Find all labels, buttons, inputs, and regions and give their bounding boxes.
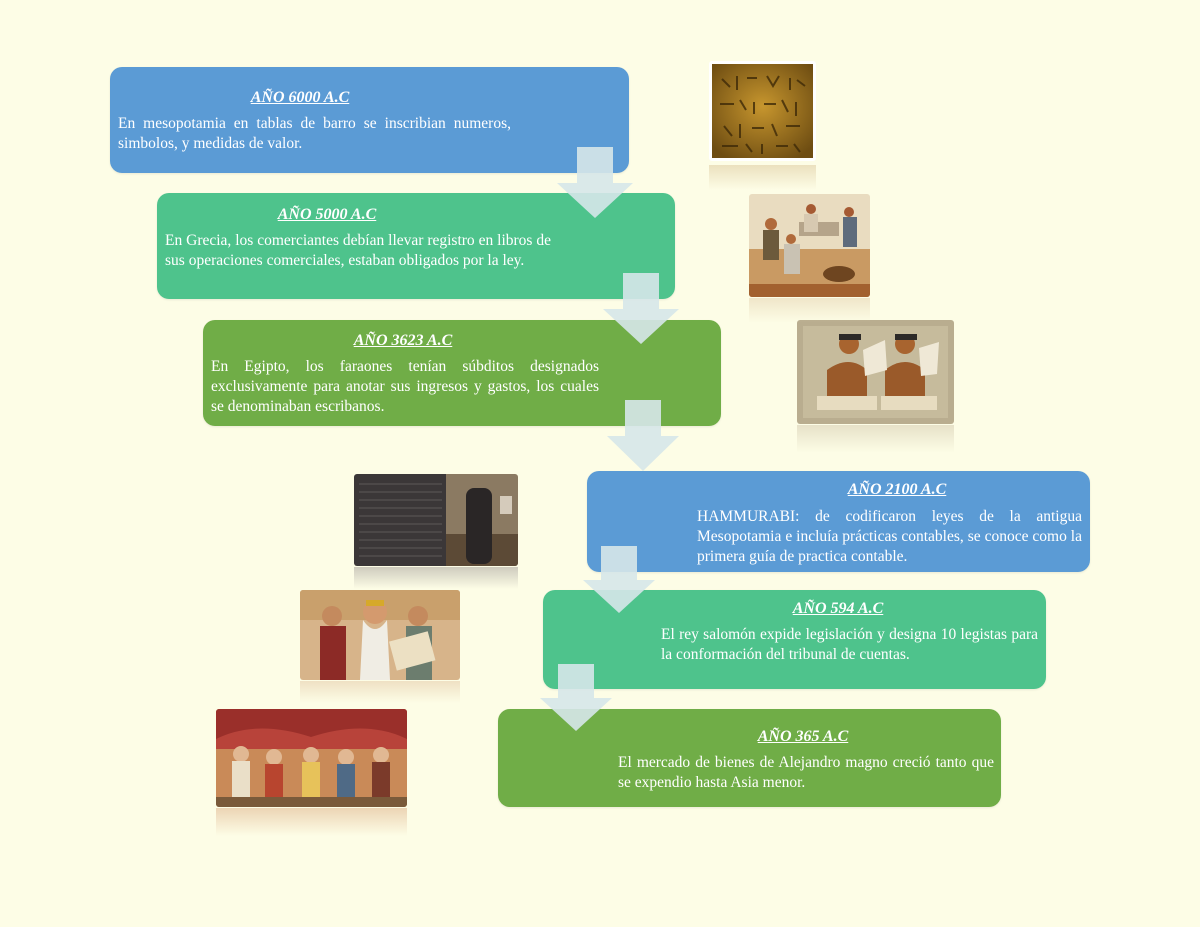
timeline-text: El rey salomón expide legislación y desi… bbox=[661, 626, 1038, 663]
image-reflection bbox=[797, 425, 954, 453]
down-arrow-icon bbox=[583, 546, 655, 613]
image-reflection bbox=[300, 681, 460, 703]
down-arrow-icon bbox=[557, 147, 633, 218]
down-arrow-icon bbox=[540, 664, 612, 731]
alexander-market-image bbox=[216, 709, 407, 807]
greek-merchants-image bbox=[749, 194, 870, 297]
hammurabi-code-image bbox=[354, 474, 518, 566]
timeline-box-2100bc: AÑO 2100 A.C HAMMURABI: de codificaron l… bbox=[587, 471, 1090, 572]
egyptian-scribes-image bbox=[797, 320, 954, 424]
image-reflection bbox=[354, 567, 518, 589]
timeline-box-365bc: AÑO 365 A.C El mercado de bienes de Alej… bbox=[498, 709, 1001, 807]
timeline-text: En Egipto, los faraones tenían súbditos … bbox=[211, 358, 599, 415]
timeline-box-594bc: AÑO 594 A.C El rey salomón expide legisl… bbox=[543, 590, 1046, 689]
king-solomon-image bbox=[300, 590, 460, 680]
timeline-text: HAMMURABI: de codificaron leyes de la an… bbox=[697, 508, 1082, 565]
timeline-text: En Grecia, los comerciantes debían lleva… bbox=[165, 232, 551, 269]
down-arrow-icon bbox=[607, 400, 679, 471]
timeline-text: En mesopotamia en tablas de barro se ins… bbox=[118, 115, 511, 152]
timeline-text: El mercado de bienes de Alejandro magno … bbox=[618, 754, 994, 791]
timeline-year: AÑO 6000 A.C bbox=[250, 89, 350, 106]
timeline-box-6000bc: AÑO 6000 A.C En mesopotamia en tablas de… bbox=[110, 67, 629, 173]
timeline-year: AÑO 594 A.C bbox=[792, 600, 884, 617]
timeline-year: AÑO 365 A.C bbox=[757, 728, 849, 745]
timeline-year: AÑO 5000 A.C bbox=[277, 206, 377, 223]
clay-tablet-image bbox=[709, 61, 816, 161]
image-reflection bbox=[709, 165, 816, 190]
image-reflection bbox=[216, 808, 407, 836]
image-reflection bbox=[749, 298, 870, 323]
down-arrow-icon bbox=[603, 273, 679, 344]
timeline-year: AÑO 2100 A.C bbox=[847, 481, 947, 498]
timeline-year: AÑO 3623 A.C bbox=[353, 332, 453, 349]
